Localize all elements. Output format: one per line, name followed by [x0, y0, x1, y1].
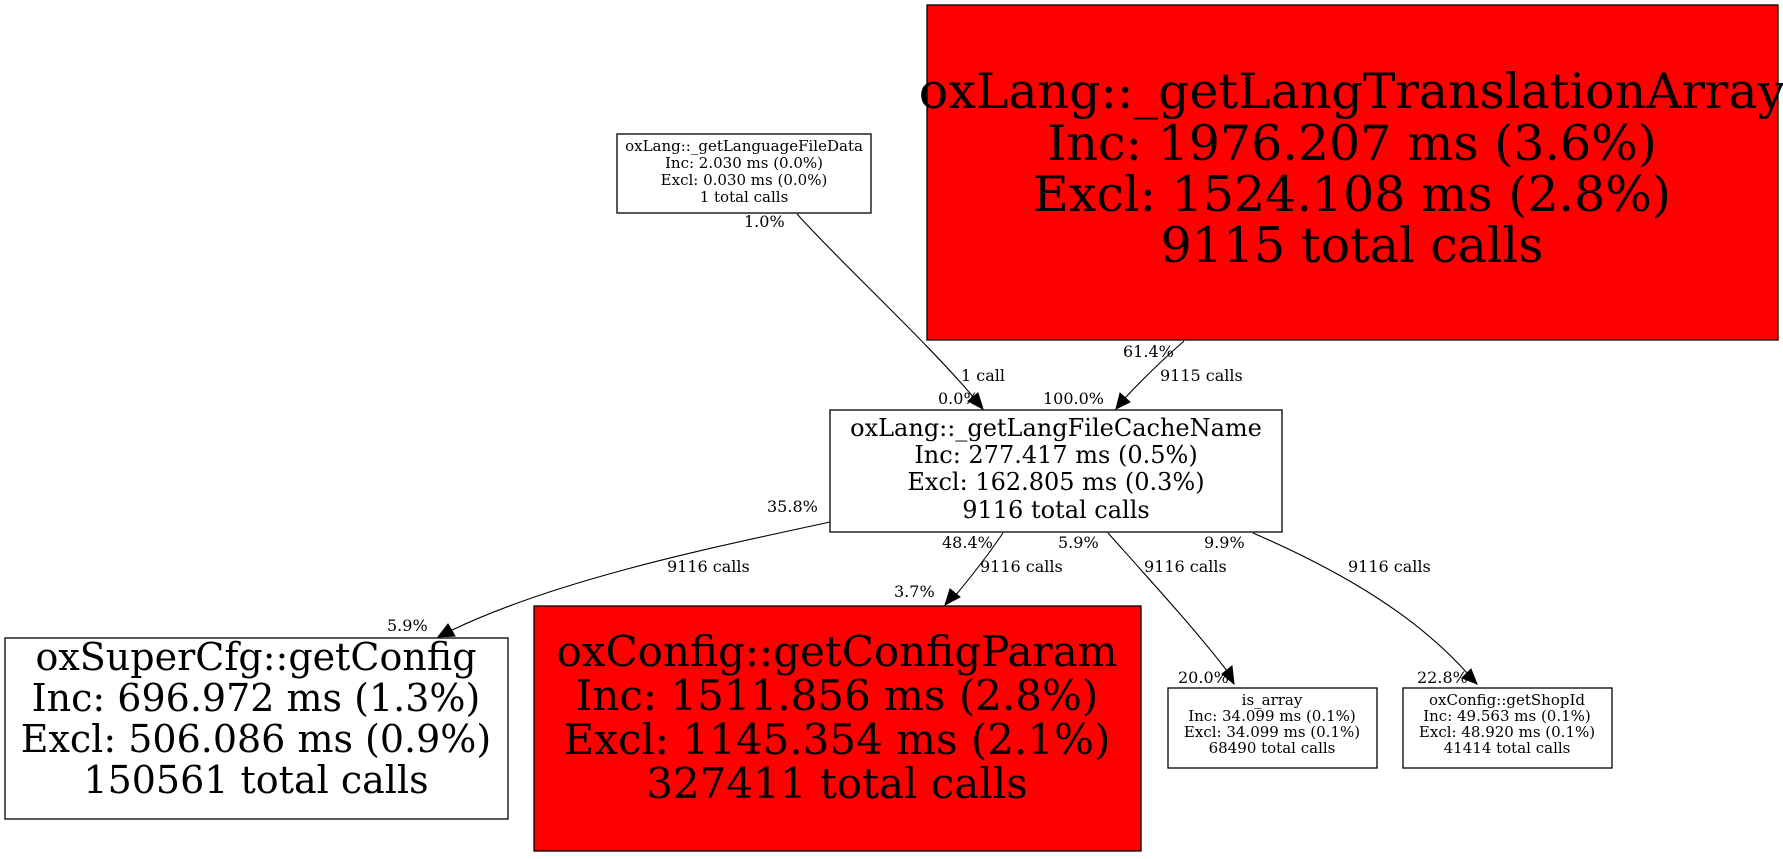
edge-arrowhead: [1461, 668, 1478, 685]
node-inclusive-time: Inc: 49.563 ms (0.1%): [1423, 707, 1591, 725]
node-inclusive-time: Inc: 34.099 ms (0.1%): [1188, 707, 1356, 725]
node-inclusive-time: Inc: 277.417 ms (0.5%): [914, 441, 1197, 469]
node-box: [926, 4, 1779, 341]
node-box: [1402, 687, 1613, 769]
edge-arrowhead: [1115, 392, 1131, 410]
node-function-name: oxConfig::getConfigParam: [557, 627, 1118, 676]
node-inclusive-time: Inc: 1976.207 ms (3.6%): [1047, 115, 1657, 172]
node-exclusive-time: Excl: 506.086 ms (0.9%): [21, 717, 492, 761]
edge-call-count: 9116 calls: [1144, 557, 1227, 576]
edge-line: [1124, 340, 1185, 399]
node-call-count: 41414 total calls: [1444, 739, 1571, 757]
node-exclusive-time: Excl: 0.030 ms (0.0%): [661, 171, 828, 189]
edge-call-count: 1 call: [961, 366, 1005, 385]
edge-call-count: 9116 calls: [667, 557, 750, 576]
edge-cachename-to-superconfig: 35.8% 9116 calls 5.9%: [387, 497, 831, 638]
edge-filedata-to-cachename: 1.0% 1 call 0.0%: [744, 212, 1005, 411]
node-inclusive-time: Inc: 2.030 ms (0.0%): [665, 154, 823, 172]
node-call-count: 150561 total calls: [83, 758, 428, 802]
node-function-name: oxLang::_getLangFileCacheName: [850, 414, 1262, 442]
edge-cachename-to-shopid: 9.9% 9116 calls 22.8%: [1204, 532, 1478, 687]
edge-arrowhead: [944, 588, 961, 607]
node-function-name: oxLang::_getLangTranslationArray: [919, 63, 1783, 120]
node-is-array[interactable]: is_array Inc: 34.099 ms (0.1%) Excl: 34.…: [1167, 687, 1378, 769]
node-call-count: 68490 total calls: [1209, 739, 1336, 757]
node-box: [616, 133, 872, 214]
node-config-get-config-param[interactable]: oxConfig::getConfigParam Inc: 1511.856 m…: [533, 605, 1142, 852]
edge-call-count: 9116 calls: [1348, 557, 1431, 576]
node-exclusive-time: Excl: 1524.108 ms (2.8%): [1033, 166, 1671, 223]
node-call-count: 9115 total calls: [1161, 217, 1544, 274]
node-call-count: 327411 total calls: [646, 759, 1028, 808]
node-box: [1167, 687, 1378, 769]
edge-tail-percent: 48.4%: [942, 533, 993, 552]
edge-call-count: 9116 calls: [980, 557, 1063, 576]
edge-tail-percent: 61.4%: [1123, 342, 1174, 361]
node-supercfg-get-config[interactable]: oxSuperCfg::getConfig Inc: 696.972 ms (1…: [4, 635, 509, 820]
edge-arrowhead: [1221, 665, 1235, 686]
edge-arrowhead: [967, 392, 984, 411]
node-function-name: oxSuperCfg::getConfig: [35, 635, 476, 679]
edge-line: [796, 213, 975, 399]
edge-line: [1107, 532, 1228, 672]
edge-cachename-to-isarray: 5.9% 9116 calls 20.0%: [1058, 532, 1235, 687]
edge-head-percent: 0.0%: [938, 389, 979, 408]
node-function-name: is_array: [1242, 691, 1303, 709]
edge-line: [449, 521, 831, 632]
edge-head-percent: 100.0%: [1043, 389, 1104, 408]
edge-head-percent: 20.0%: [1178, 668, 1229, 687]
node-exclusive-time: Excl: 34.099 ms (0.1%): [1184, 723, 1360, 741]
node-function-name: oxConfig::getShopId: [1429, 691, 1585, 709]
node-box: [4, 637, 509, 820]
node-exclusive-time: Excl: 1145.354 ms (2.1%): [564, 715, 1111, 764]
node-lang-translation-array[interactable]: oxLang::_getLangTranslationArray Inc: 19…: [919, 4, 1783, 341]
edge-tail-percent: 9.9%: [1204, 533, 1245, 552]
edge-arrowhead: [436, 623, 456, 638]
node-function-name: oxLang::_getLanguageFileData: [625, 137, 863, 155]
node-call-count: 1 total calls: [700, 188, 789, 206]
edge-transarray-to-cachename: 61.4% 9115 calls 100.0%: [1043, 340, 1243, 410]
edge-tail-percent: 1.0%: [744, 212, 785, 231]
edge-tail-percent: 35.8%: [767, 497, 818, 516]
node-box: [533, 605, 1142, 852]
edge-call-count: 9115 calls: [1160, 366, 1243, 385]
node-inclusive-time: Inc: 696.972 ms (1.3%): [32, 676, 481, 720]
node-inclusive-time: Inc: 1511.856 ms (2.8%): [576, 671, 1099, 720]
edge-head-percent: 3.7%: [894, 582, 935, 601]
node-lang-file-data[interactable]: oxLang::_getLanguageFileData Inc: 2.030 …: [616, 133, 872, 214]
edge-head-percent: 22.8%: [1417, 668, 1468, 687]
edge-tail-percent: 5.9%: [1058, 533, 1099, 552]
node-box: [829, 409, 1283, 533]
node-config-get-shop-id[interactable]: oxConfig::getShopId Inc: 49.563 ms (0.1%…: [1402, 687, 1613, 769]
edge-line: [954, 532, 1004, 597]
edge-line: [1252, 532, 1469, 675]
node-lang-file-cache-name[interactable]: oxLang::_getLangFileCacheName Inc: 277.4…: [829, 409, 1283, 533]
edge-cachename-to-configparam: 48.4% 9116 calls 3.7%: [894, 532, 1063, 607]
edge-head-percent: 5.9%: [387, 616, 428, 635]
node-exclusive-time: Excl: 48.920 ms (0.1%): [1419, 723, 1595, 741]
node-exclusive-time: Excl: 162.805 ms (0.3%): [907, 468, 1204, 496]
node-call-count: 9116 total calls: [962, 496, 1149, 524]
